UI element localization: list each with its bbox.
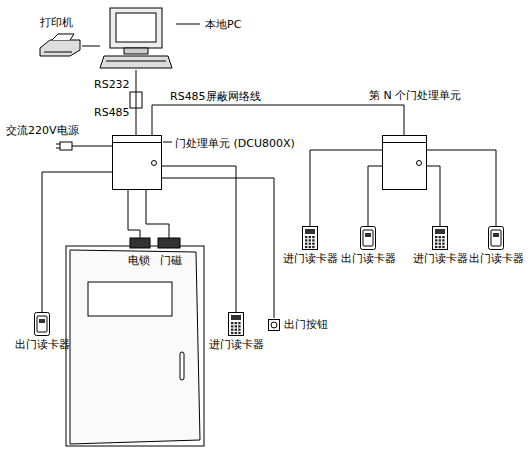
card-reader: 出门读卡器: [468, 226, 524, 265]
wire: [152, 105, 404, 135]
node-label: 本地PC: [205, 18, 241, 31]
card-reader: 进门读卡器: [282, 226, 338, 265]
plug-pin: [56, 144, 60, 145]
wire: [42, 172, 112, 312]
wire: [82, 46, 100, 47]
node-label: 出门读卡器: [469, 252, 524, 265]
wire: [427, 150, 496, 226]
door-leaf: [70, 250, 200, 444]
box-lid: [383, 142, 426, 143]
annotation: 交流220V电源: [6, 124, 79, 137]
door-window: [88, 282, 172, 316]
button-icon: [268, 319, 280, 331]
magnet-wire: [146, 190, 169, 238]
reader-icon: [302, 226, 318, 250]
monitor: [110, 8, 162, 48]
keyboard: [100, 56, 172, 68]
card-reader: 出门读卡器: [340, 226, 396, 265]
node-label: 出门按钮: [284, 318, 328, 331]
wire: [368, 166, 382, 226]
card-reader: 进门读卡器: [412, 226, 468, 265]
node-label: 打印机: [40, 16, 73, 29]
controller-box: 门处理单元 (DCU800X): [112, 135, 162, 190]
device: 打印机: [38, 36, 82, 56]
annotation: 门磁: [160, 254, 182, 267]
wire: [162, 178, 274, 318]
edge-label: RS485屏蔽网络线: [168, 90, 263, 103]
leader-line: [163, 142, 172, 143]
card-reader: 出门读卡器: [14, 312, 70, 351]
node-label: 门处理单元 (DCU800X): [175, 137, 295, 150]
reader-icon: [34, 312, 50, 336]
annotation: RS232: [94, 78, 130, 91]
power-wire: [72, 146, 112, 147]
lock-wire: [128, 190, 140, 238]
monitor-screen: [116, 13, 156, 42]
exit-button: 出门按钮: [268, 318, 328, 331]
node-label: 进门读卡器: [209, 338, 264, 351]
monitor-stand: [124, 48, 148, 54]
wire: [136, 70, 137, 135]
reader-icon: [228, 312, 244, 336]
wire: [162, 166, 236, 312]
wire: [427, 166, 440, 226]
plug-pin: [56, 148, 60, 149]
lock-dot: [416, 160, 422, 166]
node-label: 出门读卡器: [15, 338, 70, 351]
lock-dot: [151, 160, 157, 166]
annotation: RS485: [94, 106, 130, 119]
reader-icon: [488, 226, 504, 250]
device: 本地PC: [100, 6, 172, 70]
wire: [310, 150, 382, 226]
node-label: 第 N 个门处理单元: [369, 89, 461, 102]
printer-paper: [52, 34, 74, 40]
reader-icon: [432, 226, 448, 250]
power-plug: [60, 142, 72, 150]
keyboard-keys: [106, 61, 166, 62]
printer-body: [40, 40, 80, 56]
card-reader: 进门读卡器: [208, 312, 264, 351]
door-handle: [180, 352, 184, 380]
node-label: 进门读卡器: [413, 252, 468, 265]
node-label: 出门读卡器: [341, 252, 396, 265]
leader-line: [176, 24, 200, 25]
door-frame: [66, 246, 204, 446]
door-magnet: [158, 238, 180, 248]
printer-slot: [44, 52, 72, 53]
box-lid: [113, 142, 161, 143]
node-label: 进门读卡器: [283, 252, 338, 265]
electric-lock: [130, 238, 150, 248]
annotation: 电锁: [128, 254, 150, 267]
reader-icon: [360, 226, 376, 250]
controller-box: 第 N 个门处理单元: [382, 135, 427, 190]
